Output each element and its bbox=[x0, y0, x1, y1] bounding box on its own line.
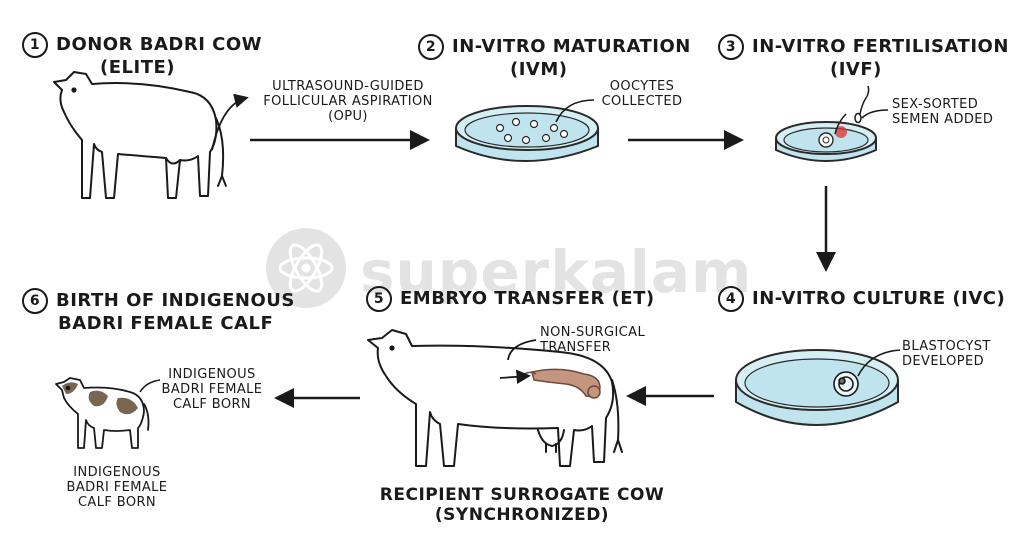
calf-caption-line-1: INDIGENOUS bbox=[73, 465, 161, 480]
atom-logo-icon bbox=[266, 228, 346, 308]
semen-note-line-2: SEMEN ADDED bbox=[892, 111, 994, 127]
recipient-caption-line-1: RECIPIENT SURROGATE COW bbox=[379, 485, 665, 505]
step-5-number: 5 bbox=[366, 286, 392, 312]
transfer-note: NON-SURGICAL TRANSFER bbox=[540, 325, 646, 356]
blastocyst-note-line-2: DEVELOPED bbox=[902, 353, 985, 369]
transfer-note-line-2: TRANSFER bbox=[540, 339, 612, 355]
step-6-title: 6 BIRTH OF INDIGENOUS bbox=[22, 288, 295, 314]
petri-dish-icon bbox=[455, 105, 599, 162]
calf-pointer-line-2: BADRI FEMALE bbox=[161, 381, 263, 397]
step-3-number: 3 bbox=[718, 34, 744, 60]
step-1-number: 1 bbox=[22, 32, 48, 58]
step-6-label: BIRTH OF INDIGENOUS bbox=[56, 289, 295, 311]
sperm-icon bbox=[834, 85, 870, 135]
blastocyst-icon bbox=[833, 371, 859, 397]
watermark: superkalam bbox=[360, 238, 752, 306]
donor-cow-icon bbox=[53, 71, 227, 199]
blastocyst-note: BLASTOCYST DEVELOPED bbox=[902, 339, 991, 370]
semen-note-line-1: SEX-SORTED bbox=[892, 97, 979, 112]
step-5-title: 5 EMBRYO TRANSFER (ET) bbox=[366, 286, 655, 312]
calf-pointer-line-3: CALF BORN bbox=[172, 396, 252, 412]
step-3-title: 3 IN-VITRO FERTILISATION bbox=[718, 34, 1009, 60]
calf-caption: INDIGENOUS BADRI FEMALE CALF BORN bbox=[52, 465, 182, 511]
opu-note: ULTRASOUND-GUIDED FOLLICULAR ASPIRATION … bbox=[252, 79, 444, 125]
blastocyst-pointer-line bbox=[857, 349, 901, 377]
step-3-label: IN-VITRO FERTILISATION bbox=[752, 35, 1009, 57]
uterus-icon bbox=[521, 368, 601, 399]
opu-note-line-3: (OPU) bbox=[328, 108, 368, 124]
calf-pointer-line-1: INDIGENOUS bbox=[168, 367, 256, 382]
blastocyst-note-line-1: BLASTOCYST bbox=[902, 339, 991, 354]
step-1-subtitle: (ELITE) bbox=[100, 57, 175, 78]
calf-caption-line-3: CALF BORN bbox=[77, 494, 157, 510]
oocytes-note-line-2: COLLECTED bbox=[601, 93, 683, 109]
semen-pointer-line bbox=[861, 109, 889, 119]
step-4-number: 4 bbox=[718, 286, 744, 312]
step-4-title: 4 IN-VITRO CULTURE (IVC) bbox=[718, 286, 1005, 312]
oocytes-pointer-line bbox=[555, 99, 595, 123]
opu-note-line-2: FOLLICULAR ASPIRATION bbox=[263, 93, 433, 109]
calf-pointer-line bbox=[139, 379, 161, 393]
recipient-caption-line-2: (SYNCHRONIZED) bbox=[434, 504, 610, 525]
transfer-pointer-arrow bbox=[507, 339, 537, 361]
watermark-text: superkalam bbox=[360, 238, 753, 306]
step-1-title: 1 DONOR BADRI COW bbox=[22, 32, 262, 58]
oocytes-note: OOCYTES COLLECTED bbox=[592, 79, 692, 110]
oocytes-note-line-1: OOCYTES bbox=[609, 79, 675, 94]
step-1-label: DONOR BADRI COW bbox=[56, 33, 263, 55]
step-6-subtitle: BADRI FEMALE CALF bbox=[58, 313, 274, 334]
step-2-subtitle: (IVM) bbox=[510, 59, 568, 80]
opu-note-line-1: ULTRASOUND-GUIDED bbox=[272, 79, 424, 94]
opu-pointer-arrow bbox=[211, 93, 249, 151]
step-6-number: 6 bbox=[22, 288, 48, 314]
step-3-subtitle: (IVF) bbox=[830, 59, 882, 80]
step-2-label: IN-VITRO MATURATION bbox=[452, 35, 691, 57]
surrogate-cow-icon bbox=[367, 329, 623, 467]
calf-caption-line-2: BADRI FEMALE bbox=[66, 479, 168, 495]
step-4-label: IN-VITRO CULTURE (IVC) bbox=[752, 287, 1006, 309]
ivf-dish-icon bbox=[775, 121, 877, 162]
step-5-label: EMBRYO TRANSFER (ET) bbox=[400, 287, 655, 309]
step-2-title: 2 IN-VITRO MATURATION bbox=[418, 34, 691, 60]
calf-pointer-note: INDIGENOUS BADRI FEMALE CALF BORN bbox=[150, 367, 274, 413]
transfer-arrow bbox=[499, 369, 531, 385]
step-2-number: 2 bbox=[418, 34, 444, 60]
transfer-note-line-1: NON-SURGICAL bbox=[540, 325, 646, 340]
recipient-caption: RECIPIENT SURROGATE COW (SYNCHRONIZED) bbox=[372, 485, 672, 525]
blastocyst-dish-icon bbox=[735, 349, 899, 426]
calf-icon bbox=[55, 377, 150, 449]
semen-note: SEX-SORTED SEMEN ADDED bbox=[892, 97, 994, 128]
egg-icon bbox=[818, 132, 834, 148]
